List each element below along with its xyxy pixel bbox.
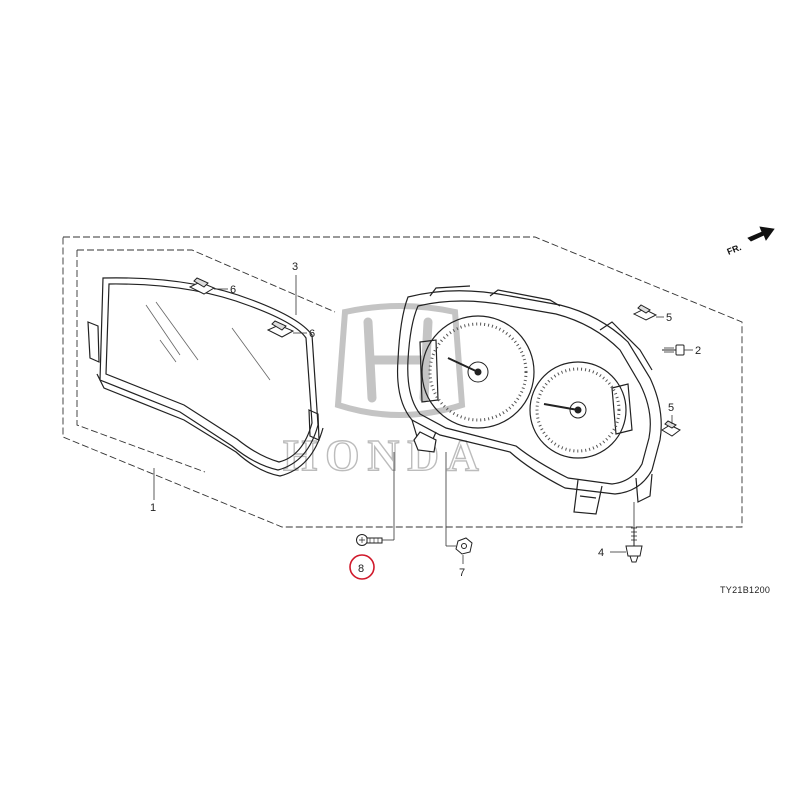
- lens-subgroup-outline: [76, 249, 336, 473]
- callout-7: 7: [459, 567, 465, 579]
- gauge-left: [421, 315, 535, 429]
- callout-3: 3: [292, 261, 298, 273]
- callout-5b: 5: [668, 402, 674, 414]
- callout-2: 2: [695, 345, 701, 357]
- clip-part-6-upper: [188, 277, 216, 295]
- nut-part-7: [455, 537, 473, 555]
- clip-part-5-upper: [632, 304, 658, 321]
- callout-1: 1: [150, 502, 156, 514]
- front-direction-label: FR.: [726, 242, 743, 257]
- screw-part-8: [356, 534, 383, 546]
- bolt-part-4: [625, 527, 643, 563]
- assembly-outline: [62, 236, 743, 528]
- callout-6b: 6: [309, 328, 315, 340]
- front-arrow-icon: [747, 226, 775, 242]
- diagram-code: TY21B1200: [720, 585, 770, 595]
- screw-part-2: [662, 344, 685, 356]
- instrument-cluster-body: [396, 285, 662, 515]
- callout-8[interactable]: 8: [358, 563, 364, 575]
- clip-part-6-lower: [266, 320, 295, 338]
- callout-labels: 1 2 3 4 5 5 6 6 7 8: [150, 261, 701, 579]
- callout-5a: 5: [666, 312, 672, 324]
- callout-6a: 6: [230, 284, 236, 296]
- clip-part-5-lower: [661, 420, 681, 437]
- callout-4: 4: [598, 547, 604, 559]
- leader-lines: [153, 275, 693, 564]
- honda-logo-mark: [334, 303, 466, 418]
- callout-8-highlight-ring: [349, 554, 375, 580]
- front-direction-marker: FR.: [726, 226, 775, 257]
- gauge-right: [529, 361, 627, 459]
